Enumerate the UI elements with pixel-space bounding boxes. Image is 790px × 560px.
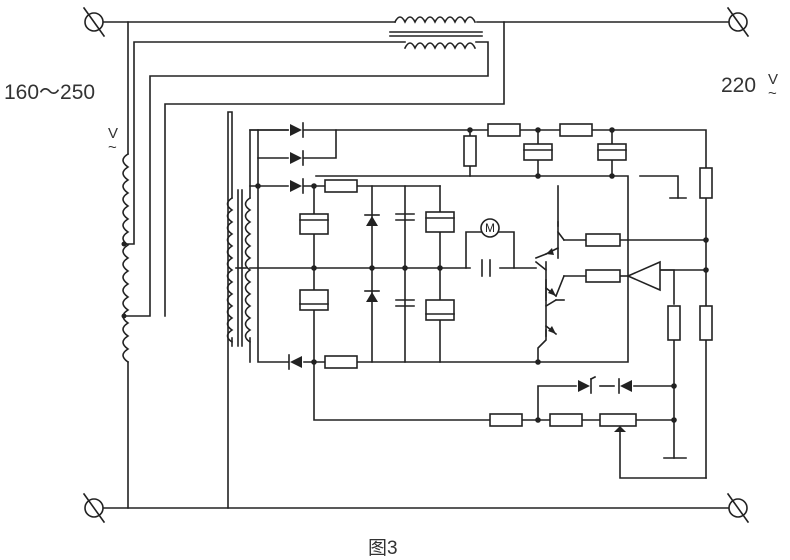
zener-diode-z3 [578,375,597,394]
terminal-bottom-right [726,492,750,524]
output-voltage-label: 220 [721,74,757,97]
capacitor-c4 [425,299,455,321]
resistor-r2 [324,355,358,369]
resistor-r8 [585,269,621,283]
diode-d3 [290,178,304,194]
resistor-r12 [549,413,583,427]
capacitor-c3 [425,211,455,233]
resistor-r7 [585,233,621,247]
isolation-transformer [226,189,252,347]
zener-diode-z2 [364,290,380,302]
output-ac-unit-label: V ~ [768,71,779,102]
zener-diode-z1 [364,214,380,226]
terminal-top-left [82,6,106,38]
motor-label: M [485,221,495,235]
capacitor-c6 [597,143,627,161]
transistor-q2 [534,260,566,299]
transistor-q1 [534,221,566,260]
resistor-r1 [324,179,358,193]
terminal-top-right [726,6,750,38]
input-ac-unit-label: V ~ [108,125,119,156]
series-transformer [389,16,483,50]
diode-d1 [290,122,304,138]
capacitor-c5 [523,143,553,161]
comparator [626,260,661,292]
resistor-r6 [699,167,713,199]
resistor-r11 [489,413,523,427]
resistor-r9 [667,305,681,341]
resistor-r4 [559,123,593,137]
resistor-r3 [487,123,521,137]
terminal-bottom-left [82,492,106,524]
input-voltage-label: 160～250 [4,81,96,104]
figure-caption: 图3 [368,538,398,559]
transistor-q3 [544,298,565,337]
capacitor-c9 [480,258,492,278]
resistor-r5 [463,135,477,167]
capacitor-c2 [299,289,329,311]
diode-d5 [618,378,632,394]
diode-d4 [288,354,302,370]
potentiometer [599,413,637,432]
motor: M [480,218,500,238]
resistor-r10 [699,305,713,341]
diode-d2 [290,150,304,166]
autotransformer [121,152,130,364]
capacitor-c7 [395,213,415,221]
main-wires [93,21,739,509]
capacitor-c8 [395,299,415,307]
junction-dots [255,127,709,423]
capacitor-c1 [299,213,329,235]
